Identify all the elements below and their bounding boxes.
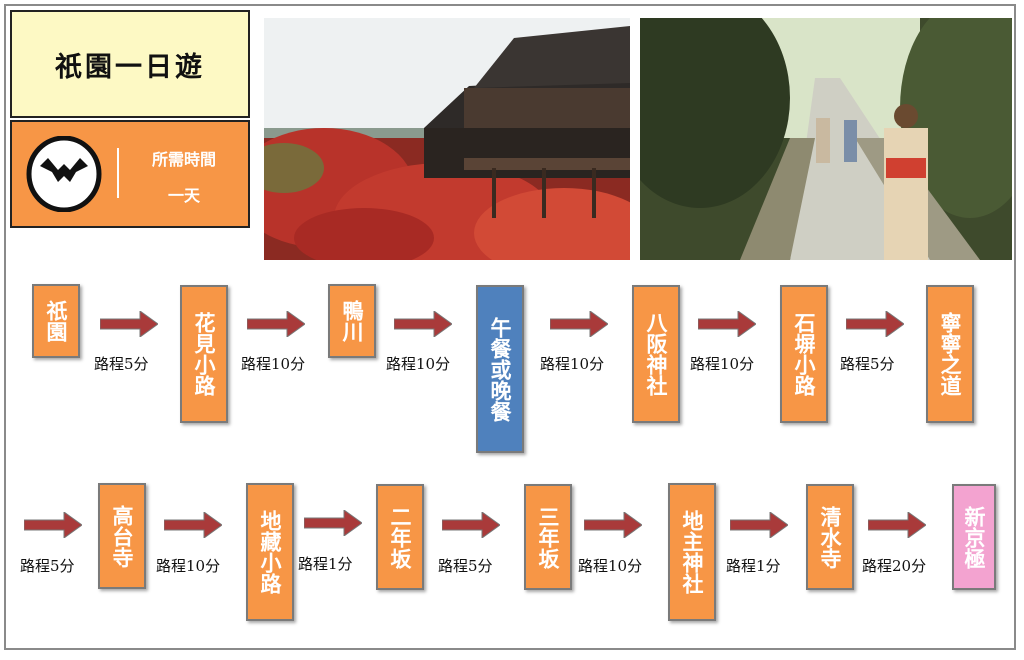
arrow-icon — [247, 311, 305, 337]
arrow-icon — [24, 512, 82, 538]
arrow-icon — [868, 512, 926, 538]
stop-nene-no-michi: 寧寧之道 — [926, 285, 974, 423]
arrow-icon — [698, 311, 756, 337]
stop-meal: 午餐或晚餐 — [476, 285, 524, 453]
distance-label: 路程5分 — [438, 557, 493, 575]
arrow-icon — [164, 512, 222, 538]
arrow-icon — [730, 512, 788, 538]
distance-label: 路程10分 — [578, 557, 643, 575]
distance-label: 路程5分 — [20, 557, 75, 575]
distance-label: 路程10分 — [690, 355, 755, 373]
stop-kodaiji: 高台寺 — [98, 483, 146, 589]
distance-label: 路程20分 — [862, 557, 927, 575]
stop-kamogawa: 鴨川 — [328, 284, 376, 358]
distance-label: 路程10分 — [241, 355, 306, 373]
arrow-icon — [584, 512, 642, 538]
distance-label: 路程1分 — [298, 555, 353, 573]
stop-gion: 祇園 — [32, 284, 80, 358]
stop-jizo-koji: 地藏小路 — [246, 483, 294, 621]
stop-sannenzaka: 三年坂 — [524, 484, 572, 590]
duration-value: 一天 — [167, 186, 200, 205]
stop-shinkyogoku: 新京極 — [952, 484, 996, 590]
stop-ishibe-koji: 石塀小路 — [780, 285, 828, 423]
duration-label: 所需時間 — [151, 150, 216, 169]
arrow-icon — [846, 311, 904, 337]
distance-label: 路程1分 — [726, 557, 781, 575]
distance-label: 路程5分 — [94, 355, 149, 373]
page-frame — [4, 4, 1016, 650]
stone-lane-kimono-photo — [640, 18, 1012, 260]
kiyomizu-temple-autumn-photo — [264, 18, 630, 260]
duration-divider — [117, 148, 119, 198]
arrow-icon — [304, 510, 362, 536]
stop-jishu-shrine: 地主神社 — [668, 483, 716, 621]
logo-icon — [26, 136, 102, 212]
stop-ninenzaka: 二年坂 — [376, 484, 424, 590]
stop-kiyomizudera: 清水寺 — [806, 484, 854, 590]
arrow-icon — [100, 311, 158, 337]
distance-label: 路程10分 — [156, 557, 221, 575]
duration-box: 所需時間 一天 — [10, 120, 250, 228]
distance-label: 路程10分 — [540, 355, 605, 373]
distance-label: 路程10分 — [386, 355, 451, 373]
page-title: 祇園一日遊 — [55, 51, 205, 83]
title-box: 祇園一日遊 — [10, 10, 250, 118]
arrow-icon — [394, 311, 452, 337]
distance-label: 路程5分 — [840, 355, 895, 373]
arrow-icon — [550, 311, 608, 337]
stop-hanamikoji: 花見小路 — [180, 285, 228, 423]
arrow-icon — [442, 512, 500, 538]
stop-yasaka-shrine: 八阪神社 — [632, 285, 680, 423]
